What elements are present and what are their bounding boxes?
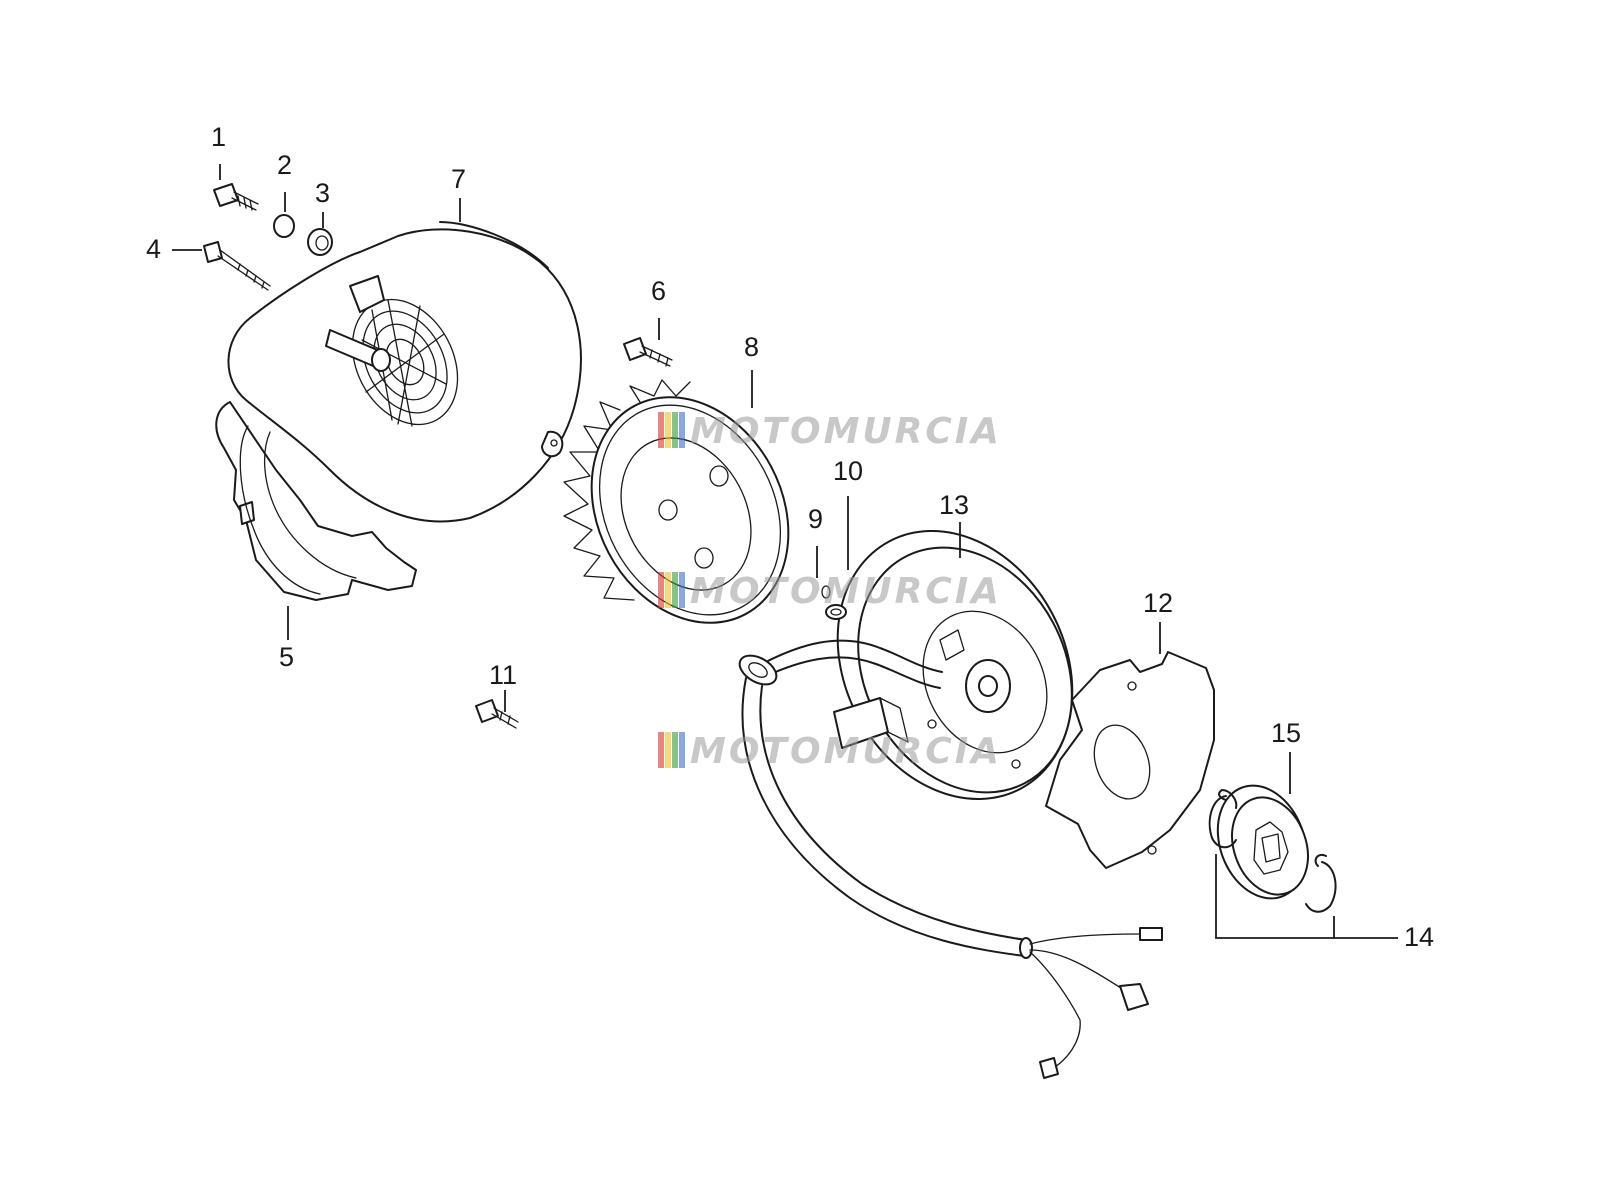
pickup-plate-hole bbox=[1093, 724, 1151, 800]
watermark-text: MOTOMURCIA bbox=[690, 571, 1002, 612]
stripe bbox=[658, 732, 664, 768]
circlip-pair bbox=[1208, 789, 1337, 913]
callout-3: 3 bbox=[315, 178, 330, 208]
callout-6: 6 bbox=[651, 276, 666, 306]
pickup-plate bbox=[1045, 651, 1215, 869]
watermark-stripes bbox=[658, 732, 685, 768]
stator-magneto bbox=[833, 530, 1074, 800]
watermark-text: MOTOMURCIA bbox=[690, 731, 1002, 772]
leader-lines bbox=[172, 164, 1398, 939]
callout-13: 13 bbox=[939, 490, 969, 520]
stripe bbox=[665, 732, 671, 768]
stripe bbox=[665, 412, 671, 448]
watermark-text: MOTOMURCIA bbox=[690, 411, 1002, 452]
watermark-stripes bbox=[658, 572, 685, 608]
stripe bbox=[672, 732, 678, 768]
stripe bbox=[672, 572, 678, 608]
callout-9: 9 bbox=[808, 504, 823, 534]
watermark-1: MOTOMURCIA bbox=[658, 411, 1002, 452]
callout-4: 4 bbox=[146, 234, 161, 264]
bolt-part-6 bbox=[623, 337, 673, 367]
stripe bbox=[658, 572, 664, 608]
callout-15: 15 bbox=[1271, 718, 1301, 748]
stripe bbox=[679, 572, 685, 608]
cover-gasket bbox=[239, 425, 321, 595]
callout-10: 10 bbox=[833, 456, 863, 486]
nut-part-3 bbox=[307, 228, 333, 256]
pickup-plate-screw-hole bbox=[1127, 681, 1137, 691]
callout-11: 11 bbox=[489, 660, 517, 690]
washer-part-9 bbox=[821, 585, 831, 599]
flywheel-fan bbox=[563, 379, 790, 624]
callout-7: 7 bbox=[451, 164, 466, 194]
callout-12: 12 bbox=[1143, 588, 1173, 618]
starter-drive-cap bbox=[1216, 784, 1309, 900]
callout-2: 2 bbox=[277, 150, 292, 180]
stripe bbox=[658, 412, 664, 448]
fan-cover-shroud bbox=[215, 221, 582, 601]
callout-labels: 1 2 3 4 5 6 7 8 9 10 11 12 13 14 15 bbox=[146, 122, 1434, 952]
watermark: MOTOMURCIA MOTOMURCIA MOTOMURCIA bbox=[658, 411, 1002, 772]
watermark-2: MOTOMURCIA bbox=[658, 571, 1002, 612]
callout-8: 8 bbox=[744, 332, 759, 362]
stripe bbox=[679, 732, 685, 768]
bushing-part-2 bbox=[273, 214, 295, 238]
callout-5: 5 bbox=[279, 642, 294, 672]
watermark-3: MOTOMURCIA bbox=[658, 731, 1002, 772]
bolt-part-11 bbox=[475, 699, 519, 729]
pickup-plate-screw-hole bbox=[1147, 845, 1157, 855]
stripe bbox=[679, 412, 685, 448]
stripe bbox=[665, 572, 671, 608]
stripe bbox=[672, 412, 678, 448]
wire-harness bbox=[738, 639, 1163, 1079]
watermark-stripes bbox=[658, 412, 685, 448]
nut-part-10 bbox=[825, 604, 847, 620]
bolt-part-1 bbox=[213, 183, 259, 211]
callout-1: 1 bbox=[211, 122, 226, 152]
long-bolt-part-4 bbox=[203, 241, 271, 291]
callout-14: 14 bbox=[1404, 922, 1434, 952]
leader-line-14 bbox=[1215, 854, 1398, 939]
